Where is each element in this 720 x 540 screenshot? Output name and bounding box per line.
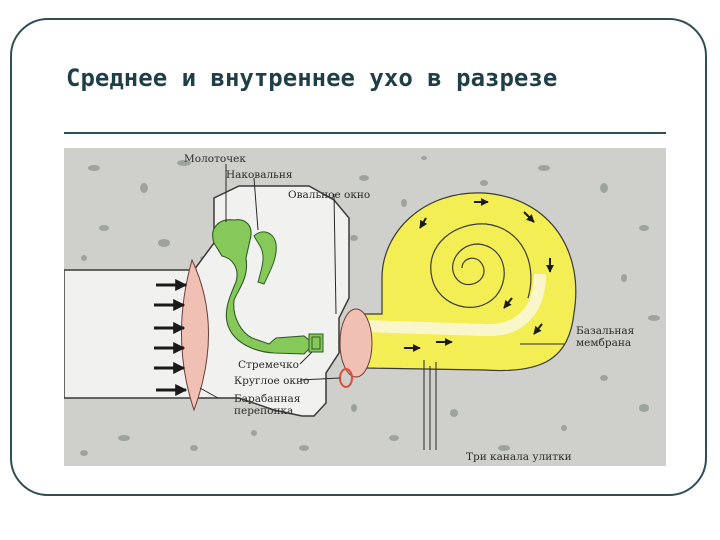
cochlear-spiral (430, 223, 532, 308)
ear-canal-and-middle-ear (64, 185, 350, 417)
oval-window-label: Овальное окно (288, 189, 370, 201)
slide-frame (10, 18, 707, 496)
leader-lines (199, 164, 564, 399)
fluid-flow-arrows (404, 198, 554, 352)
title-divider (64, 132, 666, 134)
stapes-footplate (311, 336, 321, 350)
canal-pointers (423, 360, 437, 450)
slide-title: Среднее и внутреннее ухо в разрезе (66, 64, 558, 92)
incus-label: Наковальня (226, 169, 293, 181)
cochlear-canals-label: Три канала улитки (466, 451, 572, 463)
sound-wave-arrows (154, 279, 188, 396)
malleus-label: Молоточек (184, 153, 246, 165)
cochlear-duct (363, 273, 546, 337)
ossicular-chain (212, 219, 315, 355)
basilar-membrane-label-line1: Базальная (576, 325, 635, 337)
tympanic-membrane-label-line2: перепонка (234, 405, 293, 417)
bone-texture (80, 156, 660, 456)
stapes-label: Стремечко (238, 359, 299, 371)
round-window-label: Круглое окно (234, 375, 309, 387)
ear-diagram: Молоточек Наковальня Овальное окно Стрем… (64, 148, 666, 470)
basilar-membrane-label-line2: мембрана (576, 337, 631, 349)
incus (253, 231, 277, 285)
oval-window (339, 308, 373, 378)
tympanic-membrane-label-line1: Барабанная (234, 393, 301, 405)
